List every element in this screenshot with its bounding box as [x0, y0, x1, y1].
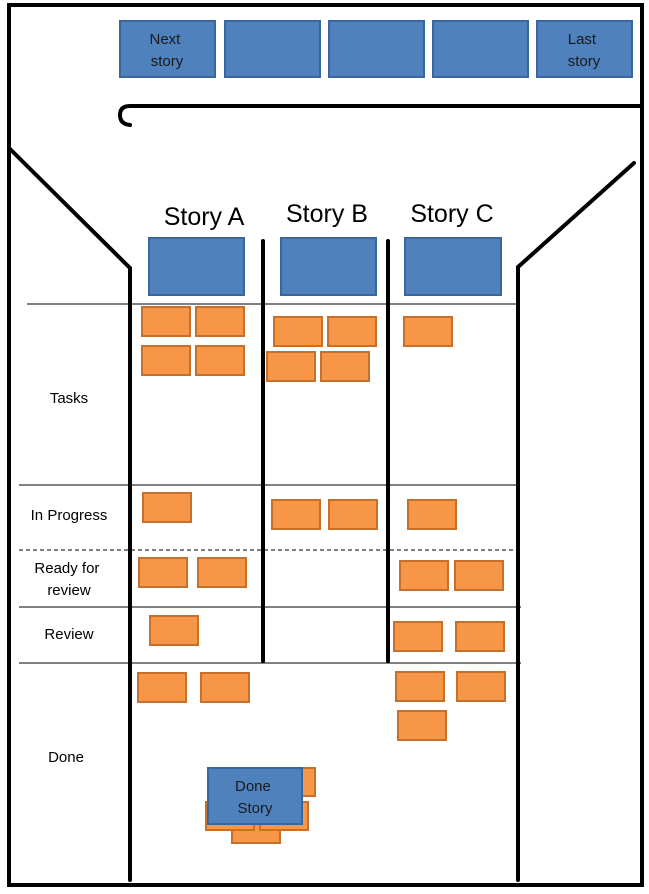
task-note[interactable]: [320, 351, 370, 382]
task-note[interactable]: [141, 306, 191, 337]
task-note[interactable]: [395, 671, 445, 702]
task-note[interactable]: [195, 345, 245, 376]
queued-story-card[interactable]: [328, 20, 425, 78]
task-note[interactable]: [327, 316, 377, 347]
task-note[interactable]: [454, 560, 504, 591]
return-flow-arrow: [117, 104, 642, 127]
task-note[interactable]: [197, 557, 247, 588]
task-notes: [137, 306, 506, 741]
story-b-card[interactable]: [280, 237, 377, 296]
next-story-card[interactable]: [119, 20, 216, 78]
last-story-card[interactable]: [536, 20, 633, 78]
story-queue: Next story Last story: [119, 20, 633, 78]
story-c-title: Story C: [410, 200, 493, 228]
task-note[interactable]: [399, 560, 449, 591]
task-note[interactable]: [328, 499, 378, 530]
task-note[interactable]: [271, 499, 321, 530]
story-a-title: Story A: [164, 203, 245, 231]
task-note[interactable]: [266, 351, 316, 382]
task-note[interactable]: [407, 499, 457, 530]
done-story-card[interactable]: [207, 767, 303, 825]
task-note[interactable]: [403, 316, 453, 347]
task-note[interactable]: [141, 345, 191, 376]
task-note[interactable]: [137, 672, 187, 703]
story-b-title: Story B: [286, 200, 368, 228]
task-note[interactable]: [455, 621, 505, 652]
funnel-right-wall: [516, 161, 636, 882]
story-c-card[interactable]: [404, 237, 502, 296]
task-note[interactable]: [273, 316, 323, 347]
row-label-tasks: Tasks: [50, 390, 88, 407]
next-story-label: Next story: [149, 31, 184, 70]
row-label-review: Review: [44, 626, 93, 643]
funnel-left-wall: [7, 146, 132, 882]
row-label-ready-for-review: Ready for review: [34, 560, 103, 599]
last-story-label: Last story: [568, 31, 601, 70]
task-note[interactable]: [138, 557, 188, 588]
queued-story-card[interactable]: [224, 20, 321, 78]
row-labels: Tasks In Progress Ready for review Revie…: [31, 390, 108, 766]
done-story-label: Done Story: [235, 778, 275, 817]
task-note[interactable]: [397, 710, 447, 741]
task-note[interactable]: [149, 615, 199, 646]
row-label-in-progress: In Progress: [31, 507, 108, 524]
task-note[interactable]: [142, 492, 192, 523]
outer-frame: [7, 3, 644, 887]
row-label-done: Done: [48, 749, 84, 766]
queued-story-card[interactable]: [432, 20, 529, 78]
task-note[interactable]: [393, 621, 443, 652]
task-note[interactable]: [195, 306, 245, 337]
story-a-card[interactable]: [148, 237, 245, 296]
story-columns: Story A Story B Story C: [148, 200, 502, 296]
task-note[interactable]: [200, 672, 250, 703]
done-story-stack: Done Story: [205, 767, 316, 844]
task-note[interactable]: [456, 671, 506, 702]
